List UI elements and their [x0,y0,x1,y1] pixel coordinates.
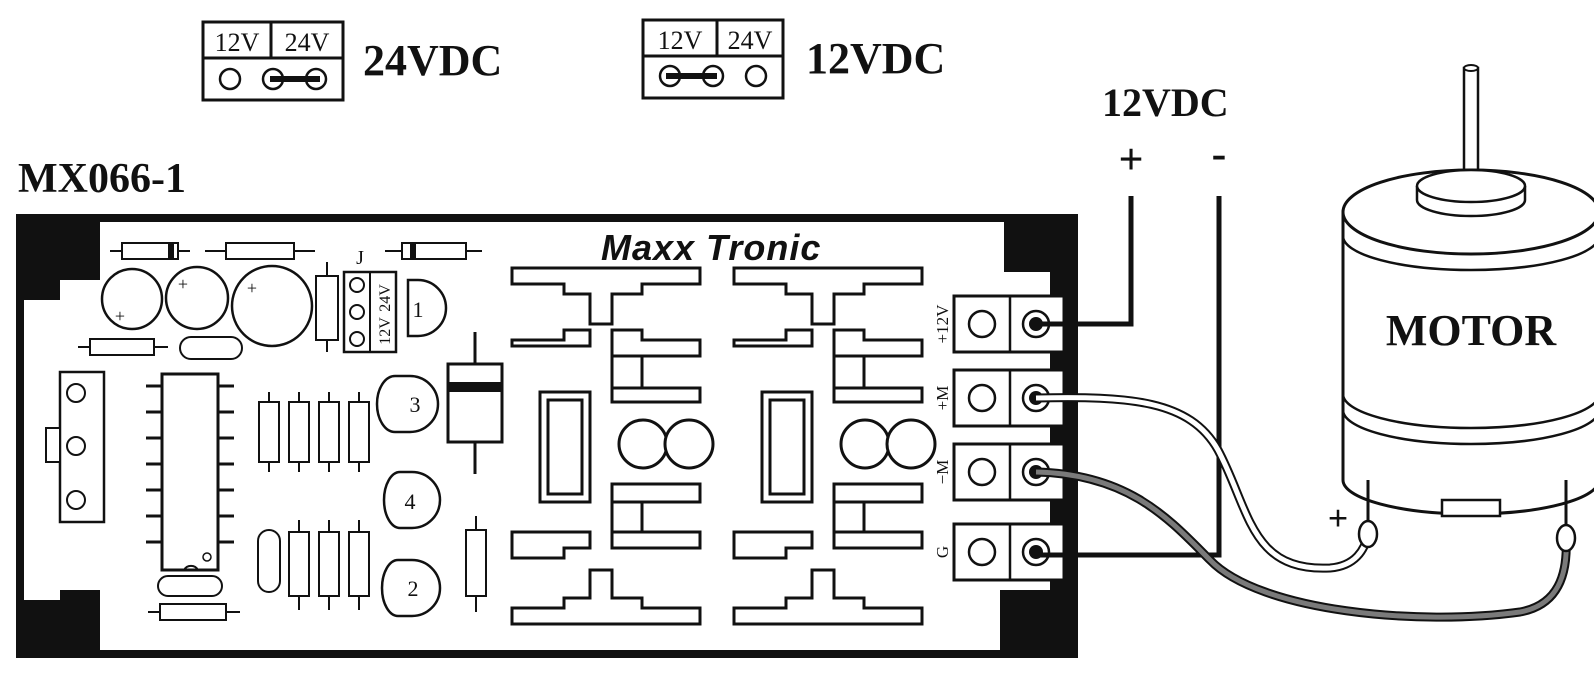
supply-plus-label: + [1118,135,1143,184]
supply-voltage-label: 12VDC [1102,80,1229,125]
motor-plus-label: + [1328,498,1349,538]
crystal [179,336,243,360]
left-connector [45,370,106,524]
resistor [315,262,339,352]
jumper-12-right-label: 24V [728,26,773,55]
jumper-pin [744,64,768,88]
power-diode [446,332,504,474]
dc-motor [1341,64,1594,553]
terminal-label-12v: +12V [933,304,952,344]
capacitor [100,267,164,331]
resistor [148,603,240,621]
board-jumper-12v: 12V [377,317,394,345]
terminal-label-m-minus: −M [933,460,952,485]
transistor-4 [382,470,442,530]
motor-label: MOTOR [1386,306,1558,355]
resistor [205,242,315,260]
ic-label-4: 4 [405,489,416,514]
svg-text:+: + [115,306,125,326]
jumper-12-caption: 12VDC [806,34,945,83]
board-logo: Maxx Tronic [601,227,821,268]
supply-positive-wire [1036,196,1134,327]
jumper-12-left-label: 12V [658,26,703,55]
terminal-block: G [933,522,1066,582]
dip-ic [146,372,234,572]
supply-negative-wire [1036,196,1222,558]
svg-text:+: + [178,274,188,294]
jumper-setting-24v: 12V 24V 24VDC [201,20,502,102]
pcb-board: Maxx Tronic + + + J [16,214,1078,658]
resistor [385,242,482,260]
capacitor [230,264,314,348]
jumper-24-caption: 24VDC [363,36,502,85]
heatsink-left [510,266,715,626]
ic-label-1: 1 [413,297,424,322]
crystal [157,575,223,597]
board-model-label: MX066-1 [18,156,186,202]
jumper-24-right-label: 24V [285,28,330,57]
supply-wiring [1036,196,1222,558]
transistor-3 [375,374,440,434]
transistor-2 [380,558,442,618]
resistor [78,338,168,356]
transistor-1 [406,278,448,338]
resistor [465,516,487,612]
supply-minus-label: - [1212,129,1227,178]
terminal-label-m-plus: +M [933,386,952,411]
ic-label-3: 3 [410,392,421,417]
terminal-label-ground: G [933,546,952,558]
jumper-24-left-label: 12V [215,28,260,57]
ic-label-2: 2 [408,576,419,601]
motor-negative-wire [1035,467,1571,622]
board-jumper-label: J [356,247,364,269]
board-jumper-24v: 24V [377,284,394,312]
capacitor [164,265,230,331]
resistor [110,242,190,260]
motor-positive-wire [1035,393,1373,573]
board-jumper-block: 24V 12V [342,270,398,354]
jumper-setting-12v: 12V 24V 12VDC [641,18,945,100]
resistor-array-lower [288,520,370,610]
terminal-block: −M [933,442,1066,502]
crystal [257,529,281,593]
heatsink-right [732,266,937,626]
resistor-array-upper [258,392,370,472]
jumper-pin [218,67,242,91]
svg-text:+: + [247,278,257,298]
